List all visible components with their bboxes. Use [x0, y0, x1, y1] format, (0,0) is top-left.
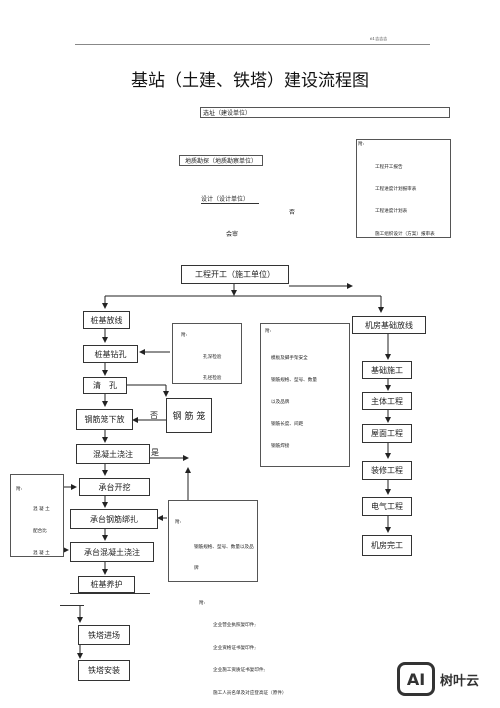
attachment-head: 附: — [175, 520, 182, 525]
flow-step-label: 清 孔 — [93, 381, 117, 390]
docs-note-head: 附: — [199, 601, 206, 606]
survey-label: 地质勘探（地质勘察单位） — [184, 158, 257, 165]
curing-baseline — [60, 605, 84, 606]
attachment-head: 附: — [265, 329, 272, 334]
flow-step-room-layout: 机房基础放线 — [352, 316, 426, 334]
flow-step-label: 承台钢筋绑扎 — [90, 514, 138, 524]
flow-step-label: 桩基钻孔 — [94, 349, 127, 359]
flow-step-label: 桩基养护 — [90, 580, 123, 589]
attachment-item: 混 凝 土 — [33, 551, 50, 556]
attachment-item: 模板及脚手架安全 — [271, 356, 308, 361]
site-selection-box: 选址（建设单位） — [200, 107, 450, 118]
flow-step-label: 铁塔进场 — [88, 630, 120, 640]
attachment-item: 施工组织设计（方案）报审表 — [375, 232, 435, 237]
yes-label: 是 — [151, 448, 159, 457]
flow-step-label: 机房基础放线 — [365, 320, 413, 330]
attachment-item: 孔径检验 — [203, 376, 222, 381]
flow-step-cap-concrete: 承台混凝土浇注 — [70, 542, 154, 562]
flow-step-decoration: 装修工程 — [362, 461, 412, 480]
attachment-item: 工程进度计划表 — [375, 209, 408, 214]
attachment-item: 以及品牌 — [271, 400, 290, 405]
attachment-item: 配合比 — [33, 529, 47, 534]
attachment-item: 钢筋规格、型号、数量以及品 — [194, 545, 254, 550]
attachment-item: 工程进度计划报审表 — [375, 187, 417, 192]
site-selection-label: 选址（建设单位） — [203, 110, 252, 117]
docs-note-item: 企业资格证书复印件; — [213, 646, 256, 651]
rebar-cage-box: 钢 筋 笼 — [166, 398, 212, 433]
design-underline — [201, 203, 259, 204]
flow-step-cage-lowering: 钢筋笼下放 — [76, 409, 133, 430]
flow-step-pile-layout: 桩基放线 — [83, 311, 130, 329]
attachment-item: 钢筋规格、型号、数量 — [271, 378, 317, 383]
flow-step-label: 机房完工 — [371, 541, 403, 550]
attachment-note-mid: 附: 模板及脚手架安全 钢筋规格、型号、数量 以及品牌 钢筋长度、间距 钢筋焊接 — [260, 323, 350, 467]
header-corner-text: 61吉吉吉 — [370, 36, 388, 41]
review-label: 会审 — [226, 231, 239, 238]
page-title: 基站（土建、铁塔）建设流程图 — [131, 71, 369, 91]
flow-step-label: 铁塔安装 — [88, 666, 120, 675]
flow-step-concrete-pour: 混凝土浇注 — [76, 444, 150, 464]
docs-note-item: 企业营业执照复印件; — [213, 623, 256, 628]
flow-step-label: 电气工程 — [371, 502, 403, 511]
attachment-head: 附: — [181, 333, 188, 338]
attachment-item: 钢筋焊接 — [271, 444, 290, 449]
flow-step-label: 基础施工 — [371, 365, 403, 375]
project-start-box: 工程开工（施工单位） — [181, 265, 289, 284]
watermark-text: 树叶云 — [440, 674, 480, 689]
flow-step-label: 主体工程 — [371, 396, 403, 406]
attachment-item: 工程开工报告 — [375, 165, 403, 170]
no-label-2: 否 — [150, 411, 158, 420]
flow-step-pile-drilling: 桩基钻孔 — [83, 345, 138, 363]
design-label: 设计（设计单位） — [201, 196, 250, 203]
attachment-note-cap-rebar: 附: 钢筋规格、型号、数量以及品 牌 — [168, 500, 258, 582]
docs-note-item: 施工人员名单及对应登高证（原件） — [213, 691, 287, 696]
flow-step-electrical: 电气工程 — [362, 497, 412, 516]
flow-step-tower-arrival: 铁塔进场 — [78, 625, 130, 645]
flow-step-cap-excavation: 承台开挖 — [79, 478, 150, 496]
attachment-item: 钢筋长度、间距 — [271, 422, 304, 427]
header-rule — [75, 44, 430, 45]
flow-step-label: 桩基放线 — [90, 315, 123, 325]
survey-box: 地质勘探（地质勘察单位） — [179, 155, 263, 166]
no-label: 否 — [289, 209, 296, 216]
attachment-item: 混 凝 土 — [33, 507, 50, 512]
attachment-head: 附: — [358, 142, 365, 147]
flow-step-label: 承台混凝土浇注 — [84, 547, 140, 557]
rebar-cage-label: 钢 筋 笼 — [172, 412, 206, 422]
flow-step-foundation: 基础施工 — [362, 361, 412, 379]
attachment-item: 牌 — [194, 566, 199, 571]
flow-step-hole-cleaning: 清 孔 — [83, 377, 127, 394]
attachment-note-start: 附: 工程开工报告 工程进度计划报审表 工程进度计划表 施工组织设计（方案）报审… — [356, 139, 451, 238]
flow-step-label: 承台开挖 — [98, 482, 131, 492]
curing-underline — [70, 593, 150, 594]
attachment-head: 附: — [16, 487, 23, 492]
watermark-mark: AI — [406, 669, 426, 689]
attachment-item: 孔深检验 — [203, 355, 222, 360]
flow-step-pile-curing: 桩基养护 — [78, 576, 135, 593]
flow-step-roof: 屋面工程 — [362, 424, 412, 443]
watermark-logo: AI — [397, 662, 435, 696]
docs-note-item: 企业施工资质证书复印件; — [213, 668, 266, 673]
flow-step-label: 钢筋笼下放 — [84, 415, 125, 424]
flow-step-room-complete: 机房完工 — [362, 535, 412, 556]
flow-step-label: 屋面工程 — [371, 429, 403, 438]
attachment-note-hole: 附: 孔深检验 孔径检验 — [172, 323, 242, 384]
attachment-note-concrete: 附: 混 凝 土 配合比 混 凝 土 — [10, 474, 64, 557]
flow-step-label: 混凝土浇注 — [93, 449, 133, 459]
flow-step-main-structure: 主体工程 — [362, 392, 412, 410]
project-start-label: 工程开工（施工单位） — [195, 270, 275, 279]
flow-step-tower-install: 铁塔安装 — [78, 660, 130, 681]
flow-step-cap-rebar: 承台钢筋绑扎 — [70, 509, 158, 529]
flow-step-label: 装修工程 — [371, 466, 403, 475]
